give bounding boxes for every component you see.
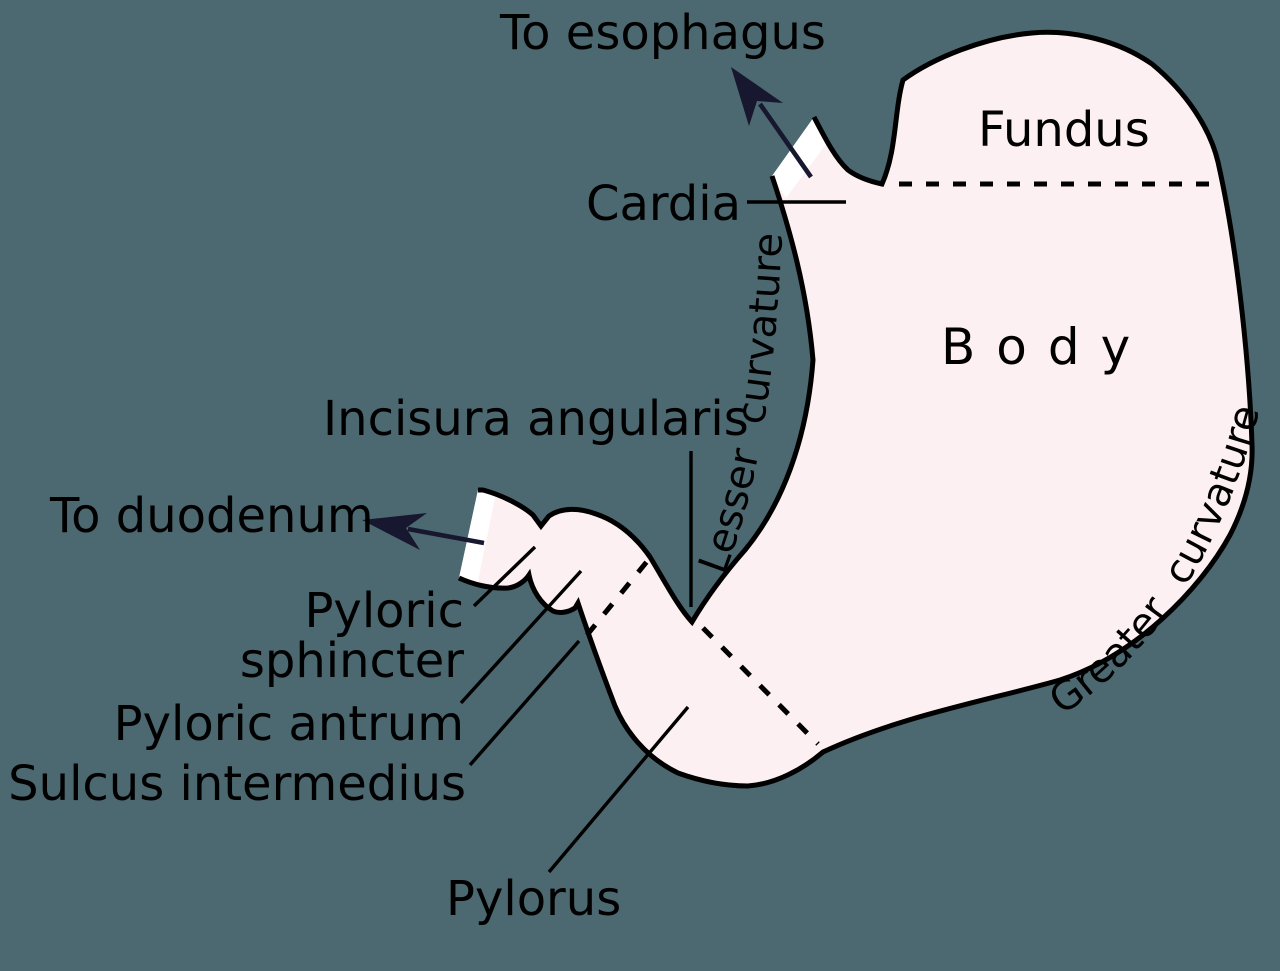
duodenum-arrow (362, 513, 485, 550)
body-antrum-boundary-dashed-line (701, 626, 820, 746)
to-esophagus-label: To esophagus (499, 5, 826, 61)
pyloric-sphincter-leader-line (472, 545, 537, 608)
esophagus-arrow-head (731, 67, 783, 126)
stomach-outline-greater-side (457, 29, 1255, 789)
cardia-label: Cardia (586, 176, 741, 232)
pyloric-sphincter-label-line2: sphincter (240, 633, 464, 689)
antrum-canal-boundary-dashed-line (585, 557, 651, 637)
body-label: Body (941, 318, 1151, 376)
duodenum-cut-surface (459, 490, 496, 581)
pylorus-label: Pylorus (446, 871, 621, 927)
fundus-label: Fundus (978, 102, 1150, 158)
duodenum-arrow-head (362, 513, 427, 550)
esophagus-cut-surface (772, 117, 829, 198)
stomach-outline-lesser-side (478, 175, 816, 627)
duodenum-arrow-shaft (407, 526, 485, 546)
pyloric-antrum-leader-line (459, 569, 583, 705)
pyloric-sphincter-label-line1: Pyloric (304, 583, 464, 639)
sulcus-intermedius-label: Sulcus intermedius (8, 756, 466, 812)
to-duodenum-label: To duodenum (49, 488, 374, 544)
incisura-angularis-label: Incisura angularis (323, 391, 749, 447)
esophagus-arrow (731, 67, 813, 179)
stomach-shape (459, 32, 1253, 786)
sulcus-intermedius-leader-line (468, 639, 581, 767)
esophagus-arrow-shaft (758, 102, 813, 179)
pylorus-leader-line (547, 705, 690, 874)
pyloric-antrum-label: Pyloric antrum (114, 696, 464, 752)
